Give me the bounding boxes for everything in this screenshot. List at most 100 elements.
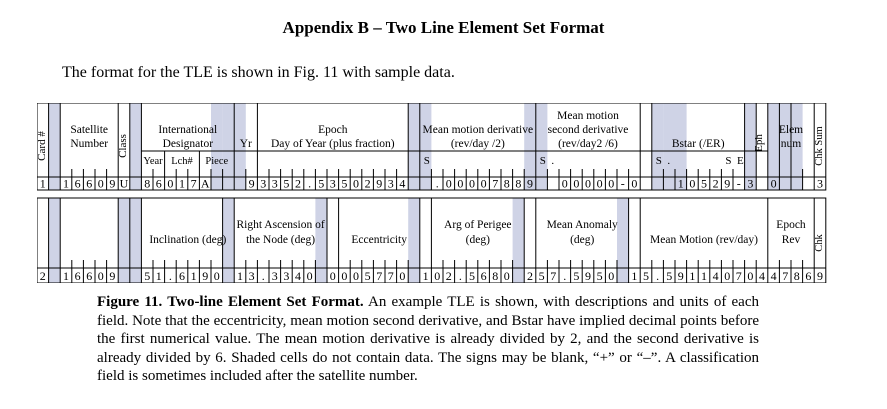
line1-digit: 3	[388, 177, 394, 191]
line2-digit: .	[262, 269, 265, 283]
line2-digit: 1	[63, 269, 69, 283]
line2-digit: 4	[295, 269, 301, 283]
ephemeris-label: Eph	[753, 134, 765, 152]
line2-digit: 8	[794, 269, 800, 283]
shaded-column-line1	[48, 103, 61, 190]
line2-digit: 7	[388, 269, 394, 283]
intl-designator-label: Designator	[163, 138, 214, 150]
line2-digit: 5	[539, 269, 545, 283]
element-number-label: num	[781, 138, 802, 150]
figure-caption: Figure 11. Two-line Element Set Format. …	[97, 293, 759, 386]
satellite-label: Satellite	[70, 124, 108, 136]
mean-anomaly-label: Mean Anomaly	[547, 219, 618, 231]
raan-label: the Node (deg)	[246, 234, 315, 246]
line1-digit: 0	[469, 177, 475, 191]
line1-digit: 8	[504, 177, 510, 191]
line1-digit: 0	[481, 177, 487, 191]
shaded-column-line1	[663, 103, 675, 190]
element-number-label: Elem	[779, 124, 803, 136]
line2-digit: 7	[782, 269, 788, 283]
line2-digit: .	[563, 269, 566, 283]
line1-digit: 6	[156, 177, 162, 191]
line2-digit: 3	[249, 269, 255, 283]
line1-digit: 1	[179, 177, 185, 191]
shaded-column-line2	[617, 198, 629, 283]
sign-mark: .	[667, 155, 670, 167]
line2-digit: 2	[40, 269, 46, 283]
line1-digit: 5	[283, 177, 289, 191]
shaded-column-line2	[512, 198, 525, 283]
line1-digit: 0	[98, 177, 104, 191]
line2-digit: 0	[307, 269, 313, 283]
line2-digit: 7	[376, 269, 382, 283]
raan-label: Right Ascension of	[237, 219, 325, 231]
line2-digit: 7	[550, 269, 556, 283]
card-label: Card #	[37, 131, 48, 161]
line1-digit: 4	[399, 177, 405, 191]
shaded-column-line1	[129, 103, 142, 190]
epoch-rev-label: Rev	[782, 234, 801, 246]
mean-motion-second-derivative-label: Mean motion	[557, 110, 619, 122]
line1-digit: 5	[701, 177, 707, 191]
line1-digit: 9	[724, 177, 730, 191]
shaded-column-line2	[48, 198, 61, 283]
line2-digit: 5	[597, 269, 603, 283]
line2-digit: 0	[353, 269, 359, 283]
line1-digit: 1	[40, 177, 46, 191]
arg-perigee-label: Arg of Perigee	[444, 219, 512, 231]
sign-mark: S	[424, 155, 430, 167]
line1-digit: 2	[713, 177, 719, 191]
line1-digit: 9	[527, 177, 533, 191]
shaded-column-line1	[651, 103, 664, 190]
sign-mark: E	[737, 155, 744, 167]
line1-digit: 0	[608, 177, 614, 191]
line2-digit: 6	[75, 269, 81, 283]
line1-digit: .	[308, 177, 311, 191]
line2-digit: 9	[817, 269, 823, 283]
satellite-label: Number	[70, 138, 108, 150]
line2-digit: 4	[713, 269, 719, 283]
mean-motion-label: Mean Motion (rev/day)	[650, 234, 758, 246]
line1-digit: -	[737, 177, 741, 191]
line1-digit: 3	[330, 177, 336, 191]
line2-digit: 4	[759, 269, 765, 283]
line1-digit: 0	[631, 177, 637, 191]
line1-digit: 0	[457, 177, 463, 191]
line2-digit: 0	[330, 269, 336, 283]
shaded-column-line1	[535, 103, 548, 190]
shaded-column-line1	[524, 103, 536, 190]
mean-motion-derivative-label: Mean motion derivative	[423, 124, 534, 136]
shaded-column-line1	[408, 103, 420, 190]
line1-digit: 6	[86, 177, 92, 191]
shaded-column-line1	[767, 103, 780, 190]
line2-digit: 2	[527, 269, 533, 283]
line2-digit: 6	[86, 269, 92, 283]
line2-digit: 0	[214, 269, 220, 283]
line1-digit: 1	[63, 177, 69, 191]
line2-digit: 1	[191, 269, 197, 283]
mean-motion-second-derivative-label: (rev/day2 /6)	[558, 138, 618, 150]
line2-digit: 0	[434, 269, 440, 283]
line2-digit: 6	[179, 269, 185, 283]
line1-digit: 0	[771, 177, 777, 191]
line1-digit: 0	[597, 177, 603, 191]
line1-digit: 0	[446, 177, 452, 191]
line2-digit: 9	[585, 269, 591, 283]
line2-digit: 0	[724, 269, 730, 283]
shaded-column-line1	[791, 103, 803, 190]
shaded-column-line2	[408, 198, 420, 283]
line2-digit: .	[656, 269, 659, 283]
line1-digit: 0	[167, 177, 173, 191]
intro-text: The format for the TLE is shown in Fig. …	[62, 64, 455, 81]
line2-digit: 0	[98, 269, 104, 283]
line2-digit: 6	[481, 269, 487, 283]
line2-digit: 0	[504, 269, 510, 283]
appendix-title: Appendix B – Two Line Element Set Format	[282, 18, 605, 37]
line2-digit: 1	[237, 269, 243, 283]
line1-digit: .	[436, 177, 439, 191]
line1-digit: 0	[562, 177, 568, 191]
line2-digit: 9	[202, 269, 208, 283]
year-label: Yr	[240, 138, 252, 150]
